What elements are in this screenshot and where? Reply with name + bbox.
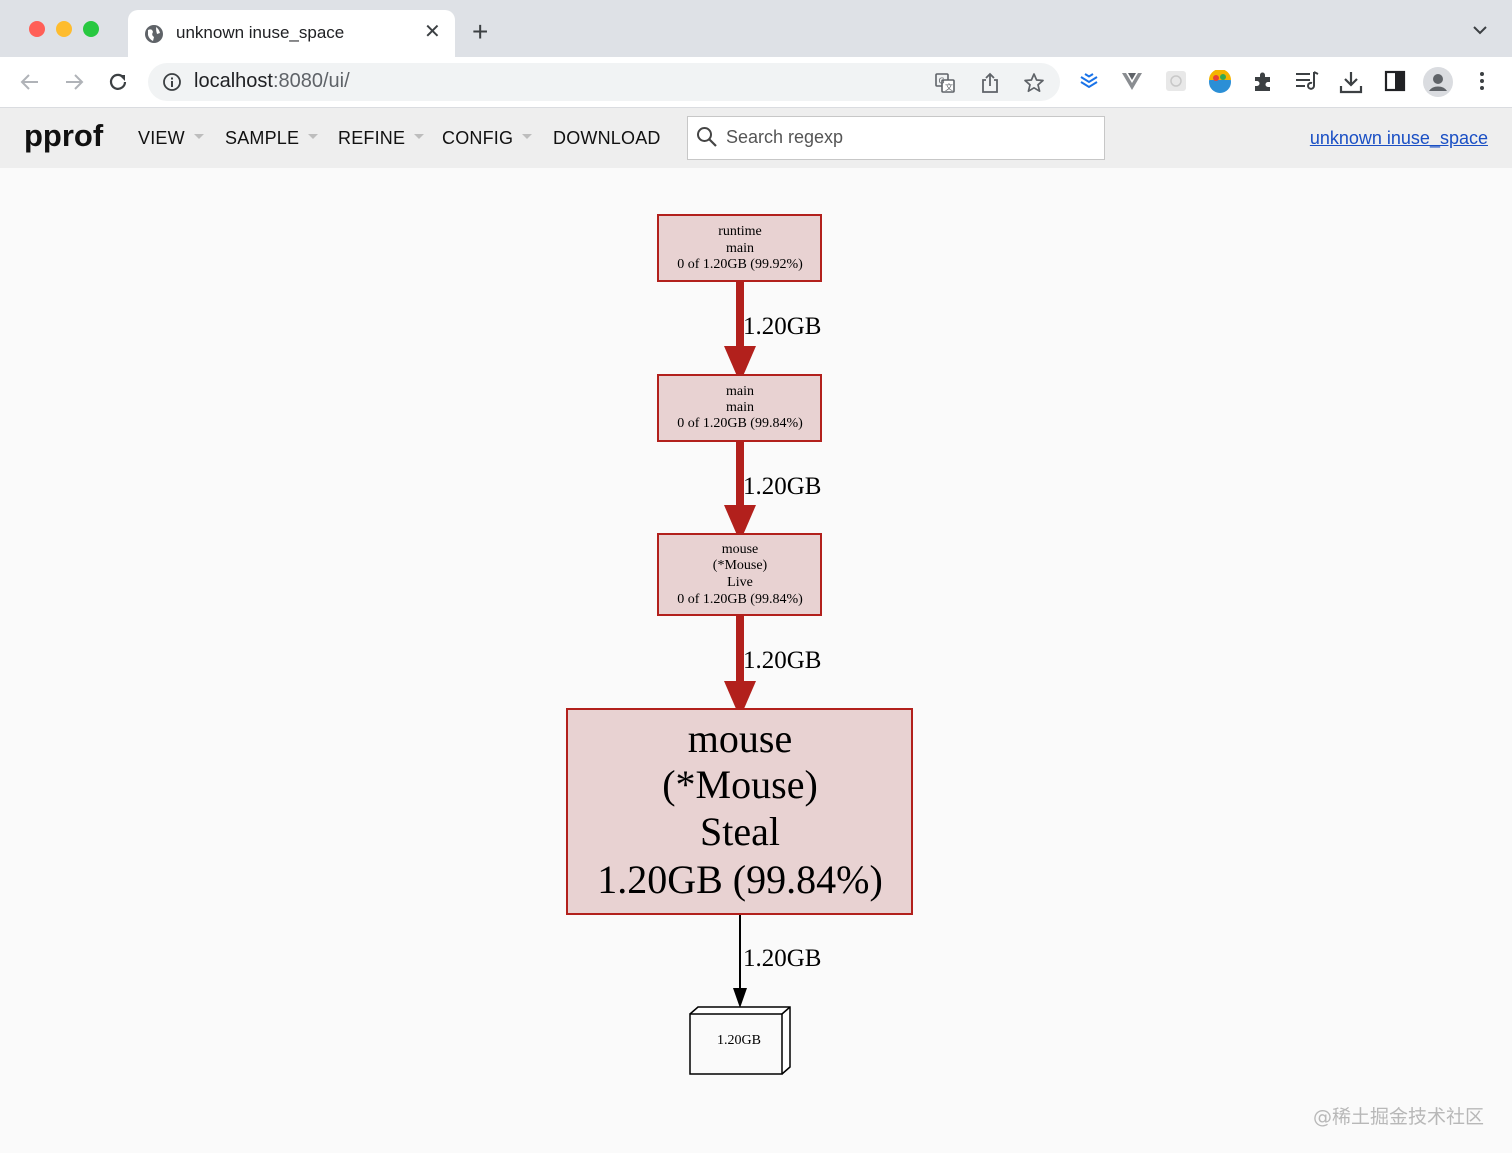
vue-devtools-icon[interactable] xyxy=(1121,70,1143,92)
node-label: 1.20GB xyxy=(717,1033,761,1048)
watermark: @稀土掘金技术社区 xyxy=(1312,1106,1484,1128)
window-minimize-button[interactable] xyxy=(56,21,72,37)
graph-node-main-main[interactable]: main main 0 of 1.20GB (99.84%) xyxy=(657,374,822,442)
extensions-puzzle-icon[interactable] xyxy=(1252,70,1274,92)
search-box xyxy=(687,116,1105,160)
edge-label: 1.20GB xyxy=(743,313,821,340)
address-bar[interactable]: localhost:8080/ui/ G 文 xyxy=(148,63,1060,101)
node-label: (*Mouse) xyxy=(713,558,768,573)
pprof-header: pprof VIEW SAMPLE REFINE CONFIG DOWNLOAD… xyxy=(0,108,1512,168)
graph-edge[interactable]: 1.20GB xyxy=(733,914,821,1008)
edge-label: 1.20GB xyxy=(743,473,821,500)
side-panel-icon[interactable] xyxy=(1384,70,1406,92)
menu-view-label: VIEW xyxy=(138,128,185,148)
edge-label: 1.20GB xyxy=(743,647,821,674)
url-text[interactable]: localhost:8080/ui/ xyxy=(194,70,350,93)
svg-text:文: 文 xyxy=(945,82,953,92)
graph-edge[interactable]: 1.20GB xyxy=(724,615,821,718)
menu-refine[interactable]: REFINE xyxy=(338,128,425,149)
extension-bowl-icon[interactable] xyxy=(1208,70,1232,94)
menu-sample[interactable]: SAMPLE xyxy=(225,128,319,149)
bookmark-star-icon[interactable] xyxy=(1023,72,1045,94)
graph-node-mouse-steal[interactable]: mouse (*Mouse) Steal 1.20GB (99.84%) xyxy=(566,708,913,915)
graph-edge[interactable]: 1.20GB xyxy=(724,441,821,542)
share-icon[interactable] xyxy=(980,72,1000,94)
caret-down-icon xyxy=(193,133,204,139)
menu-sample-label: SAMPLE xyxy=(225,128,300,148)
tab-title: unknown inuse_space xyxy=(176,23,345,42)
profile-avatar-icon[interactable] xyxy=(1423,67,1453,97)
menu-download-label: DOWNLOAD xyxy=(553,128,661,148)
call-graph: 1.20GB 1.20GB 1.20GB 1.20GB runtime main… xyxy=(566,214,913,1075)
chevron-down-icon[interactable] xyxy=(1472,24,1488,36)
reload-icon[interactable] xyxy=(106,70,130,94)
node-label: main xyxy=(726,241,754,256)
browser-toolbar: localhost:8080/ui/ G 文 xyxy=(0,57,1512,108)
search-icon xyxy=(697,127,717,147)
edge-label: 1.20GB xyxy=(743,945,821,972)
node-label: runtime xyxy=(718,224,762,239)
caret-down-icon xyxy=(522,133,533,139)
site-info-icon[interactable] xyxy=(162,72,182,92)
node-label: main xyxy=(726,384,754,399)
menu-download[interactable]: DOWNLOAD xyxy=(553,128,661,149)
globe-icon xyxy=(145,25,163,43)
node-label: main xyxy=(726,400,754,415)
svg-text:G: G xyxy=(939,77,945,86)
node-label: 1.20GB (99.84%) xyxy=(597,857,883,902)
back-arrow-icon[interactable] xyxy=(18,70,42,94)
caret-down-icon xyxy=(414,133,425,139)
node-label: 0 of 1.20GB (99.84%) xyxy=(677,592,803,607)
window-close-button[interactable] xyxy=(29,21,45,37)
node-label: 0 of 1.20GB (99.92%) xyxy=(677,257,803,272)
graph-node-leaf-size[interactable]: 1.20GB xyxy=(689,1006,791,1075)
extension-layers-icon[interactable] xyxy=(1078,70,1100,92)
close-tab-icon[interactable]: ✕ xyxy=(424,21,441,43)
menu-view[interactable]: VIEW xyxy=(138,128,204,149)
graph-node-runtime-main[interactable]: runtime main 0 of 1.20GB (99.92%) xyxy=(657,214,822,282)
node-label: mouse xyxy=(722,542,759,557)
extension-grid-icon[interactable] xyxy=(1165,70,1187,92)
download-icon[interactable] xyxy=(1339,70,1363,94)
caret-down-icon xyxy=(308,133,319,139)
window-zoom-button[interactable] xyxy=(83,21,99,37)
profile-name-link[interactable]: unknown inuse_space xyxy=(1309,128,1488,148)
more-vertical-icon[interactable] xyxy=(1479,70,1485,92)
menu-refine-label: REFINE xyxy=(338,128,406,148)
search-input[interactable] xyxy=(726,117,1096,157)
active-tab[interactable]: unknown inuse_space ✕ xyxy=(128,10,455,57)
node-label: mouse xyxy=(688,716,792,761)
reading-list-icon[interactable] xyxy=(1295,70,1319,92)
new-tab-button[interactable]: + xyxy=(472,16,489,47)
node-label: Live xyxy=(727,575,753,590)
url-host: localhost xyxy=(194,70,273,92)
graph-edge[interactable]: 1.20GB xyxy=(724,281,821,383)
pprof-logo[interactable]: pprof xyxy=(24,118,104,153)
node-label: (*Mouse) xyxy=(662,762,818,807)
forward-arrow-icon[interactable] xyxy=(62,70,86,94)
node-label: 0 of 1.20GB (99.84%) xyxy=(677,416,803,431)
browser-tab-strip: unknown inuse_space ✕ + xyxy=(0,0,1512,57)
menu-config[interactable]: CONFIG xyxy=(442,128,533,149)
translate-icon[interactable]: G 文 xyxy=(934,72,956,94)
menu-config-label: CONFIG xyxy=(442,128,514,148)
graph-node-mouse-live[interactable]: mouse (*Mouse) Live 0 of 1.20GB (99.84%) xyxy=(657,533,822,616)
url-port-path: :8080/ui/ xyxy=(272,70,350,92)
node-label: Steal xyxy=(700,809,780,854)
